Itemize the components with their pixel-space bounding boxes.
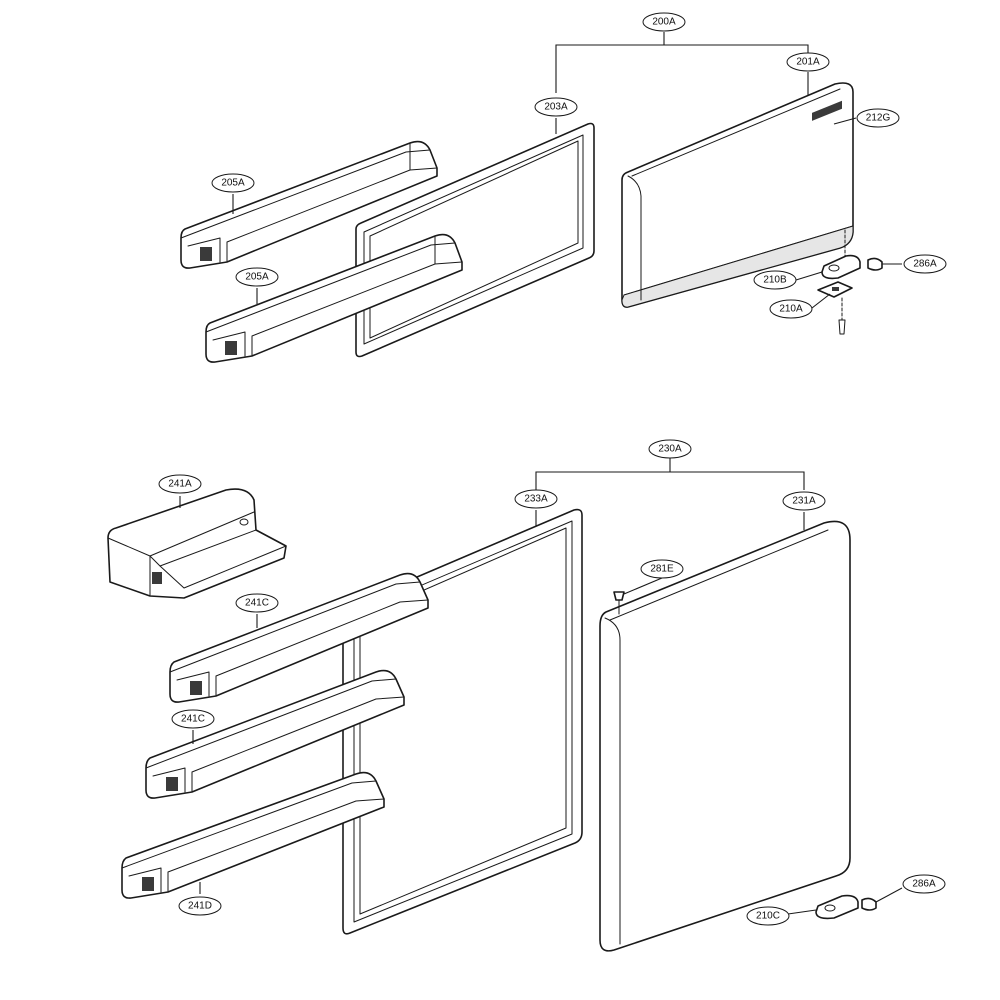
- callout-201a: 201A: [786, 52, 830, 72]
- svg-text:281E: 281E: [650, 564, 674, 575]
- svg-text:231A: 231A: [792, 496, 816, 507]
- svg-text:200A: 200A: [652, 17, 676, 28]
- svg-text:286A: 286A: [912, 879, 936, 890]
- svg-text:241C: 241C: [245, 598, 269, 609]
- callout-286a-top: 286A: [903, 254, 947, 274]
- callout-212g: 212G: [856, 108, 900, 128]
- door-gasket-233a: [342, 508, 583, 935]
- svg-text:201A: 201A: [796, 57, 820, 68]
- svg-text:210C: 210C: [756, 911, 780, 922]
- svg-text:241A: 241A: [168, 479, 192, 490]
- door-shelf-205a-upper: [180, 140, 438, 269]
- door-shelf-241d-lower: [121, 771, 385, 899]
- callout-281e: 281E: [640, 559, 684, 579]
- svg-text:210A: 210A: [779, 304, 803, 315]
- callout-205a-lower: 205A: [235, 267, 279, 287]
- badge-212g: [812, 100, 842, 121]
- callout-203a: 203A: [534, 97, 578, 117]
- callout-200a: 200A: [642, 12, 686, 32]
- svg-text:230A: 230A: [658, 444, 682, 455]
- bracket-200a: [555, 32, 809, 93]
- callout-286a-bottom: 286A: [902, 874, 946, 894]
- svg-text:205A: 205A: [245, 272, 269, 283]
- callout-233a: 233A: [514, 489, 558, 509]
- screw: [838, 319, 846, 335]
- svg-text:205A: 205A: [221, 178, 245, 189]
- callout-231a: 231A: [782, 491, 826, 511]
- bracket-230a: [535, 458, 805, 490]
- callout-241d: 241D: [178, 896, 222, 916]
- hinge-210c: [815, 894, 859, 920]
- stopper-281e: [613, 591, 625, 615]
- svg-text:212G: 212G: [866, 113, 891, 124]
- cap-286a-top: [867, 257, 883, 271]
- callout-210b: 210B: [753, 270, 797, 290]
- svg-text:233A: 233A: [524, 494, 548, 505]
- callout-241c-middle: 241C: [171, 709, 215, 729]
- hinge-assembly-top: [817, 229, 883, 335]
- callout-210c: 210C: [746, 906, 790, 926]
- svg-text:241D: 241D: [188, 901, 212, 912]
- callout-241c-upper: 241C: [235, 593, 279, 613]
- callout-210a: 210A: [769, 299, 813, 319]
- door-shelf-205a-lower: [205, 233, 463, 363]
- callout-241a: 241A: [158, 474, 202, 494]
- freezer-door-201a: [621, 82, 854, 308]
- svg-text:241C: 241C: [181, 714, 205, 725]
- svg-text:203A: 203A: [544, 102, 568, 113]
- fridge-door-231a: [599, 520, 851, 952]
- svg-text:210B: 210B: [763, 275, 787, 286]
- svg-text:286A: 286A: [913, 259, 937, 270]
- hinge-assembly-bottom: [815, 894, 877, 920]
- cap-286a-bottom: [861, 897, 877, 911]
- dairy-bin-241a: [107, 488, 287, 599]
- door-shelf-241c-middle: [145, 669, 405, 799]
- callout-230a: 230A: [648, 439, 692, 459]
- hinge-210b: [821, 254, 861, 280]
- door-shelf-241c-upper: [169, 572, 429, 703]
- callout-205a-upper: 205A: [211, 173, 255, 193]
